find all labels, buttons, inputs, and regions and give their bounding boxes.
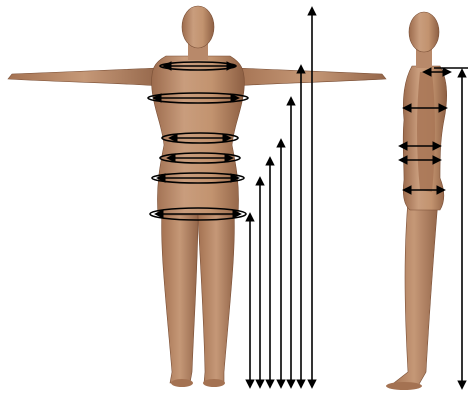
side-arm	[417, 72, 435, 192]
front-right-arm	[234, 68, 386, 86]
front-right-leg	[198, 210, 234, 383]
front-height-arrows	[250, 8, 312, 387]
front-left-leg	[162, 210, 198, 383]
front-right-foot	[203, 379, 225, 387]
front-head	[182, 6, 214, 48]
front-figure	[8, 6, 386, 387]
front-left-foot	[171, 379, 193, 387]
side-head	[409, 12, 439, 52]
front-left-arm	[8, 68, 160, 86]
side-leg	[390, 200, 438, 386]
side-foot	[386, 382, 422, 390]
